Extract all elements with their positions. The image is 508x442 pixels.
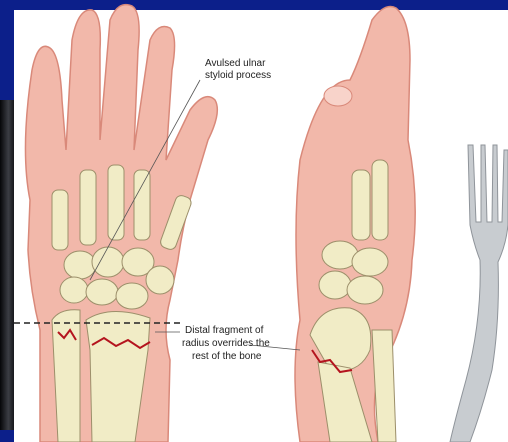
distal-label-line2: radius overrides the: [182, 338, 270, 349]
distal-label-line3: rest of the bone: [192, 351, 262, 362]
palm-view-hand: [14, 5, 217, 442]
side-carpal: [347, 276, 383, 304]
carpal-bone: [60, 277, 88, 303]
side-carpal: [319, 271, 351, 299]
carpal-bone: [146, 266, 174, 294]
carpal-bone: [92, 247, 124, 277]
metacarpal-4: [134, 170, 150, 240]
side-metacarpal: [372, 160, 388, 240]
fork-shape: [450, 145, 508, 442]
metacarpal-2: [80, 170, 96, 245]
metacarpal-1: [52, 190, 68, 250]
thumbnail: [324, 86, 352, 106]
ulnar-label-line1: Avulsed ulnar: [205, 58, 266, 69]
distal-label-line1: Distal fragment of: [185, 325, 264, 336]
fork-illustration: [450, 145, 508, 442]
metacarpal-3: [108, 165, 124, 240]
side-carpal: [352, 248, 388, 276]
carpal-bone: [86, 279, 118, 305]
ulnar-label-line2: styloid process: [205, 70, 271, 81]
carpal-bone: [64, 251, 96, 279]
carpal-bone: [116, 283, 148, 309]
side-view-hand: [295, 7, 415, 442]
side-metacarpal: [352, 170, 370, 240]
